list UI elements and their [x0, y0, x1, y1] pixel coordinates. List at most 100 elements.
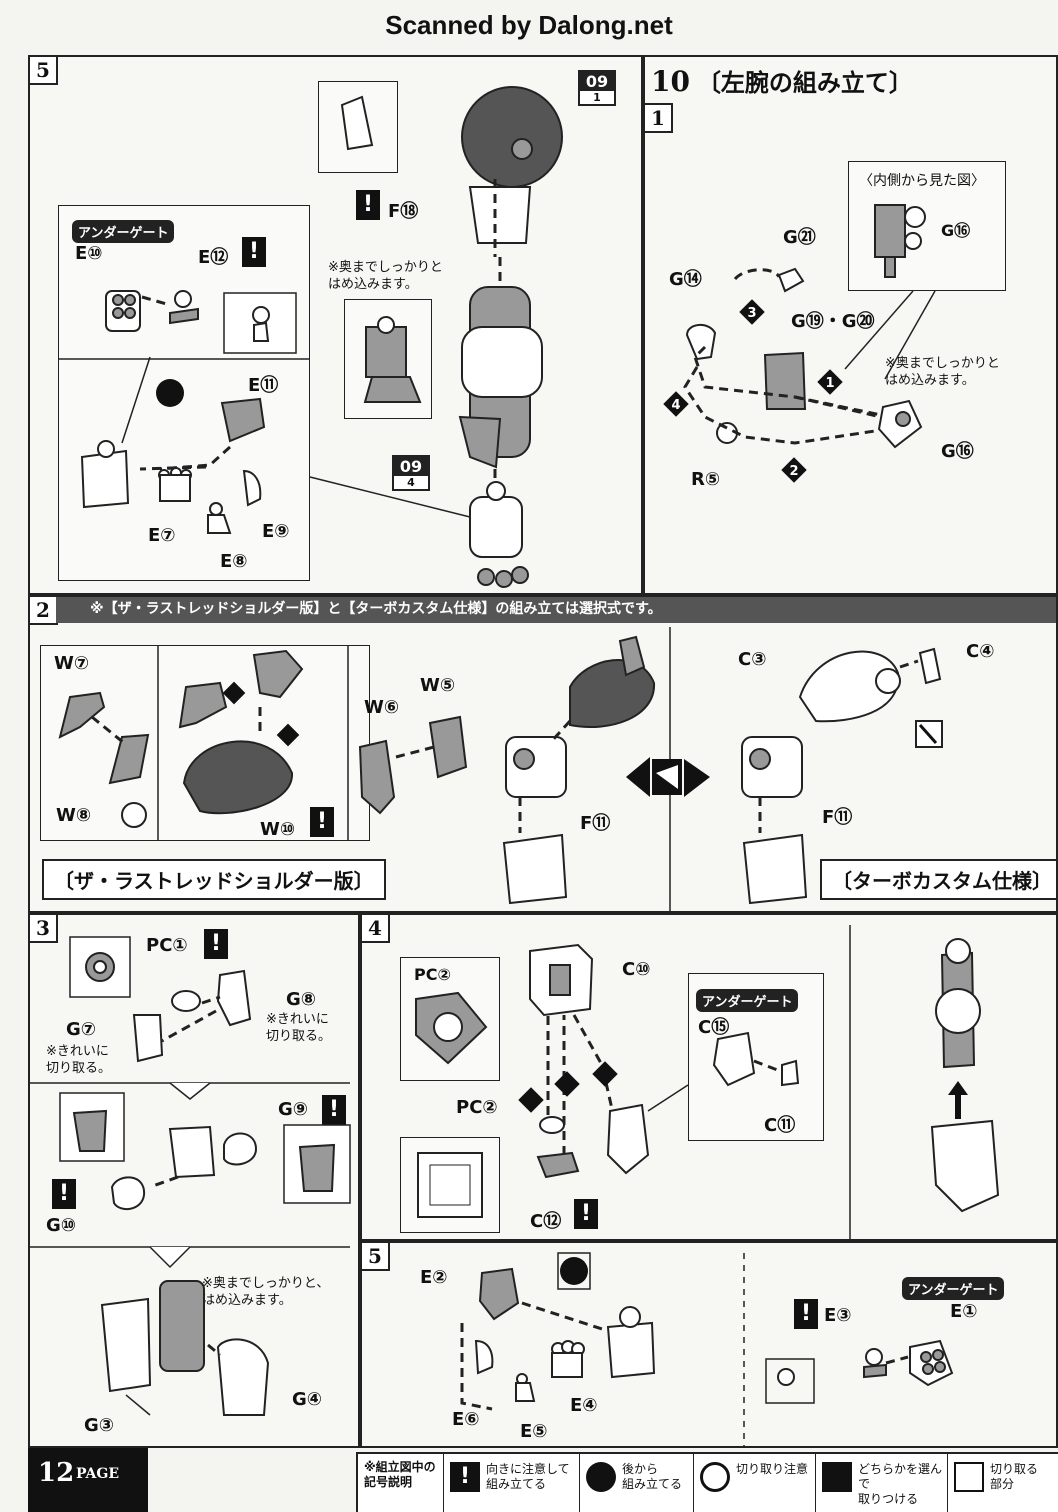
option-banner-left: 〔ザ・ラストレッドショルダー版〕: [42, 859, 386, 900]
legend-text: 後から 組み立てる: [622, 1462, 683, 1491]
part-label: C⑩: [622, 959, 651, 980]
step-number: 4: [362, 915, 390, 943]
cut-off-icon: [954, 1462, 984, 1492]
step5-illustration: [58, 86, 563, 588]
step2-illustration: [58, 627, 943, 911]
part-label: E⑫: [198, 247, 229, 268]
part-label: W⑧: [56, 805, 92, 826]
part-label: F⑪: [580, 813, 611, 834]
part-label: E②: [420, 1267, 448, 1288]
inner-view-caption: 〈内側から見た図〉: [859, 173, 985, 189]
legend-text: 切り取り注意: [736, 1462, 809, 1476]
part-label: W⑥: [364, 697, 400, 718]
step4-illustration: [415, 925, 1000, 1239]
part-label: C⑫: [530, 1211, 562, 1232]
part-label: F⑱: [388, 201, 419, 222]
assembly-note: ※奥までしっかりと はめ込みます。: [328, 260, 443, 292]
exclamation-icon: !: [204, 929, 228, 959]
reference-sub: 4: [407, 476, 415, 489]
legend-title-cell: ※組立図中の 記号説明: [358, 1454, 444, 1512]
part-label: G④: [292, 1389, 323, 1410]
legend-item: 切り取り注意: [694, 1454, 816, 1512]
part-label: G⑧: [286, 989, 317, 1010]
exclamation-icon: !: [356, 190, 380, 220]
selection-note: ※【ザ・ラストレッドショルダー版】と【ターボカスタム仕様】の組み立ては選択式です…: [90, 601, 662, 617]
part-label: G⑨: [278, 1099, 309, 1120]
cut-caution-icon: [700, 1462, 730, 1492]
step-number-large: 10: [651, 65, 690, 98]
symbol-legend: ※組立図中の 記号説明 ! 向きに注意して 組み立てる 後から 組み立てる 切り…: [356, 1452, 1058, 1512]
legend-item: 後から 組み立てる: [580, 1454, 694, 1512]
under-gate-tag: アンダーゲート: [902, 1277, 1005, 1300]
step5b-illustration: [460, 1252, 954, 1446]
step-markers: 3 1 4 2: [663, 299, 843, 483]
svg-text:4: 4: [671, 398, 680, 413]
part-label: W⑦: [54, 653, 90, 674]
selection-header: [56, 597, 1056, 623]
part-label: R⑤: [691, 469, 721, 490]
part-label: E⑦: [148, 525, 176, 546]
part-label: PC①: [146, 935, 188, 956]
part-label: C⑮: [698, 1017, 730, 1038]
step-number: 1: [645, 103, 673, 133]
reference-number: 09: [580, 72, 614, 91]
step-number: 3: [30, 915, 58, 943]
part-label: G⑲・G⑳: [791, 311, 875, 332]
detail-box: [318, 81, 398, 173]
reference-number: 09: [394, 457, 428, 476]
part-label: E⑪: [248, 375, 279, 396]
legend-item: ! 向きに注意して 組み立てる: [444, 1454, 580, 1512]
reference-sub: 1: [593, 91, 601, 104]
legend-item: どちらかを選んで 取りつける: [816, 1454, 948, 1512]
legend-title: ※組立図中の 記号説明: [364, 1460, 436, 1489]
svg-text:2: 2: [789, 464, 798, 479]
legend-text: 切り取る 部分: [990, 1462, 1039, 1491]
choose-one-icon: [822, 1462, 852, 1492]
panel-step5-top: 5 アンダーゲート E⑩ E⑫ ! E⑪ E⑦ E⑧ E⑨ ※奥までしっかりと …: [28, 55, 643, 595]
part-label: W⑩: [260, 819, 296, 840]
assembly-note: ※奥までしっかりと はめ込みます。: [885, 356, 1000, 388]
page-number: 12 PAGE: [28, 1448, 148, 1512]
exclamation-icon: !: [310, 807, 334, 837]
exclamation-icon: !: [322, 1095, 346, 1125]
legend-text: 向きに注意して 組み立てる: [486, 1462, 570, 1491]
step3-illustration: [30, 936, 351, 1416]
legend-item: 切り取る 部分: [948, 1454, 1058, 1512]
part-label: E⑥: [452, 1409, 480, 1430]
step-number: 2: [30, 597, 58, 625]
part-label: E①: [950, 1301, 978, 1322]
assembly-note: ※奥までしっかりと、 はめ込みます。: [202, 1276, 330, 1308]
panel-step10-1: 10 〔左腕の組み立て〕 1 〈内側から見た図〉 G⑯ G㉑ G⑭ G⑲・G⑳ …: [643, 55, 1058, 595]
part-label: G⑯: [941, 221, 971, 240]
back-assembly-icon: [586, 1462, 616, 1492]
page-number-value: 12: [38, 1458, 75, 1488]
part-label: G⑦: [66, 1019, 97, 1040]
part-label: C④: [966, 641, 995, 662]
part-label: E⑤: [520, 1421, 548, 1442]
part-label: C⑪: [764, 1115, 796, 1136]
part-label: G③: [84, 1415, 115, 1436]
part-label: E⑧: [220, 551, 248, 572]
part-label: G⑯: [941, 441, 974, 462]
part-label: F⑪: [822, 807, 853, 828]
part-label: C③: [738, 649, 767, 670]
panel-step5-bottom: 5 E② E⑥ E⑤ E④ アンダーゲート ! E③ E①: [360, 1241, 1058, 1448]
under-gate-tag: アンダーゲート: [72, 220, 175, 243]
part-label: E⑩: [75, 243, 103, 264]
reference-badge: 09 1: [578, 70, 616, 106]
cut-note: ※きれいに 切り取る。: [266, 1012, 332, 1044]
page-word: PAGE: [76, 1466, 119, 1482]
part-label: G⑩: [46, 1215, 77, 1236]
panel-step3: 3 PC① ! G⑧ ※きれいに 切り取る。 G⑦ ※きれいに 切り取る。 G⑨…: [28, 913, 360, 1448]
part-label: W⑤: [420, 675, 456, 696]
option-banner-right: 〔ターボカスタム仕様〕: [820, 859, 1056, 900]
exclamation-icon: !: [450, 1462, 480, 1492]
under-gate-tag: アンダーゲート: [696, 989, 799, 1012]
scan-credit: Scanned by Dalong.net: [385, 10, 673, 40]
step-title: 10 〔左腕の組み立て〕: [651, 63, 913, 98]
exclamation-icon: !: [574, 1199, 598, 1229]
part-label: PC②: [414, 965, 452, 984]
part-label: E⑨: [262, 521, 290, 542]
step10-illustration: 3 1 4 2: [663, 204, 936, 483]
step-number: 5: [362, 1243, 390, 1271]
